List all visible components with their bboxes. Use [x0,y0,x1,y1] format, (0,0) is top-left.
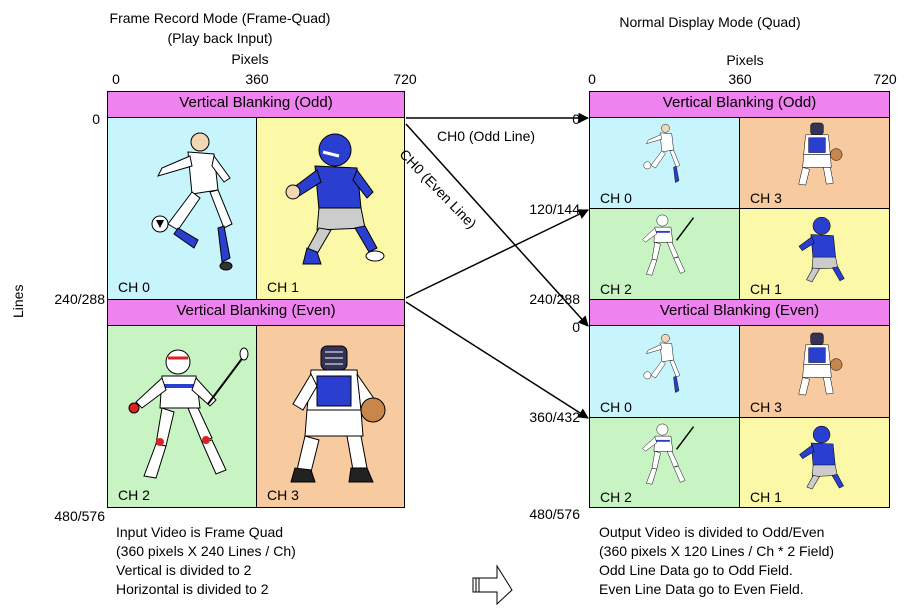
lacrosse-player-icon [642,423,695,485]
left-cell-ch2: CH 2 [107,325,257,508]
right-even-cell-ch3-label: CH 3 [750,399,782,415]
right-odd-cell-ch0-label: CH 0 [600,190,632,206]
left-cell-ch3: CH 3 [256,325,405,508]
soccer-player-icon [643,124,681,183]
right-odd-cell-ch1: CH 1 [739,208,890,300]
left-note-3: Vertical is divided to 2 [116,562,252,578]
left-note-1: Input Video is Frame Quad [116,524,284,540]
lacrosse-player-icon [642,214,695,276]
right-odd-cell-ch2-label: CH 2 [600,281,632,297]
right-y-tick-0-even: 0 [572,319,580,335]
left-x-tick-360: 360 [245,71,269,87]
football-player-icon [799,425,844,490]
arrow-even-line-bottom [405,301,589,419]
football-player-icon [798,217,845,283]
right-title: Normal Display Mode (Quad) [619,14,801,30]
right-x-tick-360: 360 [728,71,752,87]
soccer-player-icon [151,132,233,271]
right-y-tick-360: 360/432 [529,409,580,425]
arrow-odd-line-bottom [405,209,589,299]
left-note-4: Horizontal is divided to 2 [116,581,269,597]
left-x-tick-0: 0 [112,71,120,87]
left-y-tick-0: 0 [92,111,100,127]
left-cell-ch1: CH 1 [256,117,405,300]
left-vertical-blanking-odd: Vertical Blanking (Odd) [107,91,405,118]
odd-line-arrow-label: CH0 (Odd Line) [437,128,536,144]
left-title-line2: (Play back Input) [167,30,273,46]
left-title-line1: Frame Record Mode (Frame-Quad) [109,10,331,26]
right-even-cell-ch2: CH 2 [589,417,740,508]
baseball-catcher-icon [798,332,843,396]
right-pixels-label: Pixels [726,52,764,68]
right-even-cell-ch2-label: CH 2 [600,489,632,505]
right-odd-cell-ch1-label: CH 1 [750,281,782,297]
right-even-cell-ch1-label: CH 1 [750,489,782,505]
right-odd-cell-ch3-label: CH 3 [750,190,782,206]
left-note-2: (360 pixels X 240 Lines / Ch) [116,543,296,559]
left-cell-ch1-label: CH 1 [267,279,299,295]
left-x-tick-720: 720 [393,71,417,87]
left-y-tick-240: 240/288 [54,291,105,307]
right-even-cell-ch0-label: CH 0 [600,399,632,415]
football-player-icon [285,133,385,265]
right-note-2: (360 pixels X 120 Lines / Ch * 2 Field) [599,543,835,559]
right-y-tick-0-odd: 0 [572,111,580,127]
left-cell-ch2-label: CH 2 [118,487,150,503]
right-even-cell-ch3: CH 3 [739,325,890,418]
right-note-1: Output Video is divided to Odd/Even [599,524,825,540]
right-x-tick-720: 720 [873,71,897,87]
soccer-player-icon [643,334,681,393]
left-y-tick-480: 480/576 [54,508,105,524]
right-odd-cell-ch2: CH 2 [589,208,740,300]
lacrosse-player-icon [128,347,249,479]
right-note-3: Odd Line Data go to Odd Field. [599,562,793,578]
left-pixels-label: Pixels [231,51,269,67]
right-x-tick-0: 0 [588,71,596,87]
arrow-even-line-top [405,123,589,327]
baseball-catcher-icon [290,345,386,483]
right-arrow-outline-icon [472,564,513,606]
right-vertical-blanking-even: Vertical Blanking (Even) [589,299,890,326]
left-cell-ch3-label: CH 3 [267,487,299,503]
right-note-4: Even Line Data go to Even Field. [599,581,804,597]
right-y-tick-480: 480/576 [529,506,580,522]
left-vertical-blanking-even: Vertical Blanking (Even) [107,299,405,326]
right-y-tick-120: 120/144 [529,201,580,217]
right-even-cell-ch1: CH 1 [739,417,890,508]
right-odd-cell-ch0: CH 0 [589,117,740,209]
baseball-catcher-icon [798,122,843,186]
left-cell-ch0-label: CH 0 [118,279,150,295]
